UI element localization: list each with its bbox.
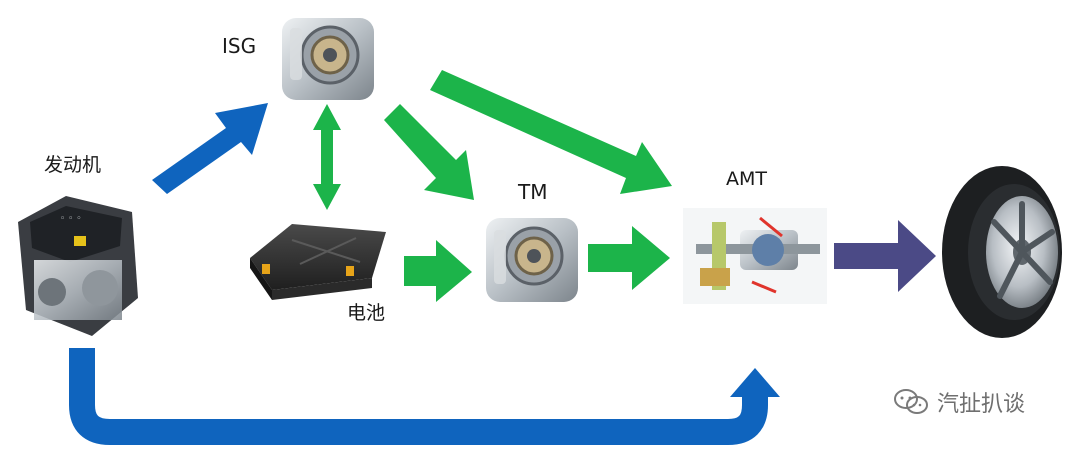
arrow-battery-to-tm: [404, 240, 472, 302]
transmission-icon: [683, 208, 827, 304]
arrow-isg-battery-bidirectional: [313, 104, 341, 210]
arrow-amt-to-wheel: [834, 220, 936, 292]
label-tm: TM: [518, 180, 548, 204]
arrow-engine-to-isg: [152, 103, 268, 194]
arrow-engine-to-amt: [69, 348, 768, 445]
arrow-engine-to-amt-head: [730, 368, 780, 397]
label-isg: ISG: [222, 34, 257, 58]
isg-motor-icon: [282, 18, 374, 100]
watermark: 汽扯扒谈: [893, 386, 1025, 418]
svg-text:◦ ◦ ◦: ◦ ◦ ◦: [60, 214, 82, 224]
arrow-tm-to-amt: [588, 226, 670, 290]
battery-pack-icon: [250, 224, 386, 300]
tm-motor-icon: [486, 218, 578, 302]
engine-icon: ◦ ◦ ◦: [18, 196, 138, 336]
label-engine: 发动机: [44, 154, 102, 176]
label-amt: AMT: [726, 168, 767, 190]
watermark-text: 汽扯扒谈: [937, 392, 1026, 417]
wheel-tire-icon: [942, 166, 1062, 338]
label-battery: 电池: [347, 302, 386, 324]
arrow-isg-to-amt: [430, 70, 672, 194]
arrow-isg-to-tm: [384, 104, 474, 200]
wechat-icon: [894, 389, 928, 414]
